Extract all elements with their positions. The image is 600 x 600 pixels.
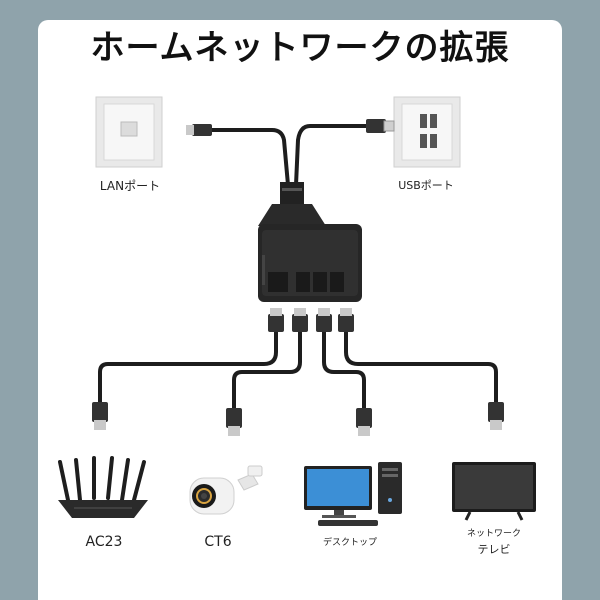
usb-port-label: USBポート: [398, 179, 454, 192]
router-label: AC23: [85, 534, 123, 550]
camera-label: CT6: [204, 534, 232, 550]
device-plugs: [92, 402, 504, 436]
desktop-computer-icon: [304, 462, 402, 526]
usb-plug-top: [366, 119, 395, 133]
input-cables: [208, 124, 370, 187]
network-hub-icon: [258, 182, 362, 302]
desktop-label: デスクトップ: [322, 538, 377, 548]
rj45-plug-top: [186, 124, 212, 136]
lan-wall-plate-icon: [95, 96, 163, 168]
router-icon: [58, 456, 148, 518]
output-cables: [98, 328, 498, 410]
tv-label-line1: ネットワーク: [466, 529, 521, 539]
tv-label-line2: テレビ: [477, 543, 511, 556]
security-camera-icon: [189, 465, 263, 515]
page-title: ホームネットワークの拡張: [90, 28, 510, 68]
usb-wall-plate-icon: [393, 96, 461, 168]
hub-plugs: [268, 308, 354, 332]
television-icon: [452, 462, 536, 521]
lan-port-label: LANポート: [99, 179, 161, 193]
